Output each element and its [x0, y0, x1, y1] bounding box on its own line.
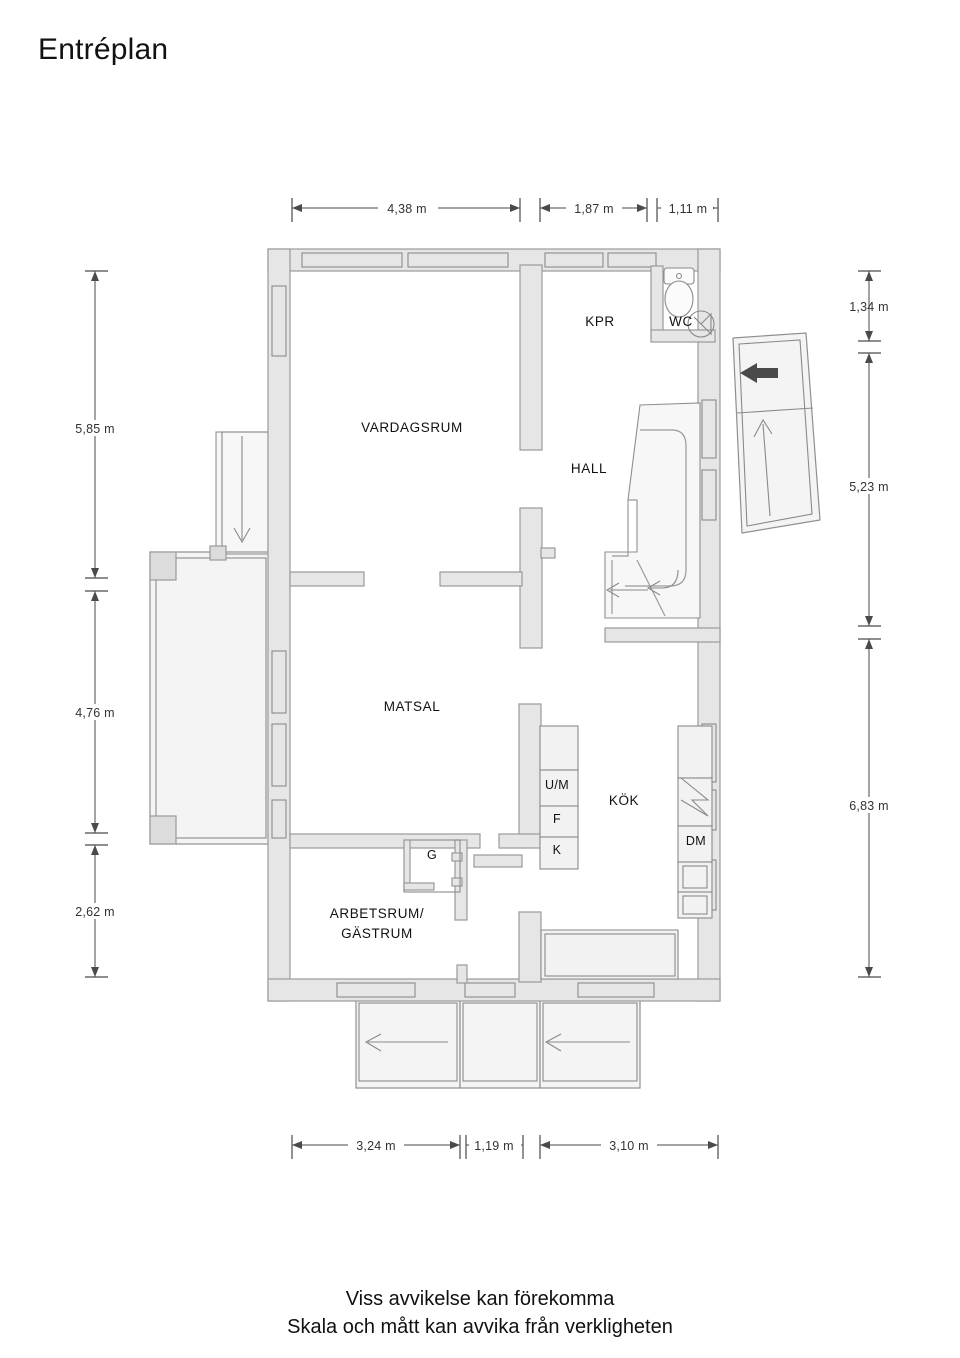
dimension-label-top-3: 1,11 m	[669, 202, 708, 216]
room-label-hall: HALL	[571, 461, 607, 476]
dimension-bottom-2	[465, 1135, 524, 1159]
dimension-top-1	[291, 198, 521, 222]
dimension-right-3	[843, 638, 899, 978]
west-deck	[149, 431, 275, 845]
dimension-label-top-1: 4,38 m	[387, 202, 426, 216]
room-label-vardagsrum: VARDAGSRUM	[361, 420, 463, 435]
dimension-label-bottom-3: 3,10 m	[609, 1139, 648, 1153]
dimension-labels: 4,38 m 1,87 m 1,11 m 5,85 m 4,76 m 2,62 …	[75, 202, 888, 1153]
dimension-label-left-1: 5,85 m	[75, 422, 114, 436]
footer-disclaimer: Viss avvikelse kan förekomma Skala och m…	[0, 1285, 960, 1341]
dimension-label-right-2: 5,23 m	[849, 480, 888, 494]
dimension-bottom-1	[291, 1135, 461, 1159]
west-deck-down-arrow	[233, 436, 251, 544]
dimension-top-2	[539, 198, 648, 222]
dimension-bottom-3	[539, 1135, 719, 1159]
staircase	[604, 402, 701, 619]
dimension-label-right-1: 1,34 m	[849, 300, 888, 314]
dimension-label-left-2: 4,76 m	[75, 706, 114, 720]
terrace-arrow-1	[364, 1033, 448, 1052]
appliance-label-k: K	[553, 843, 562, 857]
dimension-left-2	[68, 590, 124, 834]
porch-up-arrow	[753, 418, 773, 517]
dimension-lines-left	[68, 270, 124, 978]
room-label-kpr: KPR	[585, 314, 615, 329]
appliance-label-dm: DM	[686, 834, 706, 848]
dimension-label-top-2: 1,87 m	[574, 202, 613, 216]
terrace-arrow-2	[544, 1033, 630, 1052]
appliance-label-um: U/M	[545, 778, 569, 792]
room-label-kok: KÖK	[609, 793, 639, 808]
wc-fixtures	[663, 267, 715, 338]
room-labels: VARDAGSRUM KPR WC HALL MATSAL KÖK ARBETS…	[330, 314, 693, 941]
toilet-fixture	[663, 267, 695, 318]
south-terrace	[355, 999, 641, 1089]
dimension-left-3	[68, 844, 124, 978]
room-label-matsal: MATSAL	[384, 699, 441, 714]
stair-arrow-1	[605, 582, 648, 598]
dimension-left-1	[68, 270, 124, 579]
dimension-top-3	[656, 198, 719, 222]
dimension-label-bottom-1: 3,24 m	[356, 1139, 395, 1153]
room-label-gastrum: GÄSTRUM	[341, 926, 413, 941]
appliance-label-g: G	[427, 848, 437, 862]
dimension-lines-bottom	[291, 1135, 719, 1159]
appliance-label-f: F	[553, 812, 561, 826]
entrance-porch	[732, 332, 821, 534]
appliance-labels: U/M F K DM G	[427, 778, 706, 862]
dimension-lines-right	[843, 270, 899, 978]
footer-line-2: Skala och mått kan avvika från verklighe…	[287, 1316, 673, 1338]
dimension-lines-top	[291, 198, 719, 222]
sink-fixture	[687, 310, 715, 338]
exterior-walls	[267, 248, 721, 1002]
dimension-label-right-3: 6,83 m	[849, 799, 888, 813]
interior-walls	[289, 264, 721, 984]
dimension-label-left-3: 2,62 m	[75, 905, 114, 919]
entrance-arrow	[740, 363, 778, 383]
kitchen-cabinets	[539, 725, 713, 980]
stair-arrow-2	[646, 569, 679, 596]
dimension-right-2	[843, 352, 899, 627]
dimension-right-1	[858, 270, 881, 342]
footer-line-1: Viss avvikelse kan förekomma	[345, 1288, 615, 1310]
floorplan-drawing: VARDAGSRUM KPR WC HALL MATSAL KÖK ARBETS…	[68, 198, 899, 1159]
dimension-label-bottom-2: 1,19 m	[474, 1139, 513, 1153]
room-label-wc: WC	[669, 314, 693, 329]
room-label-arbetsrum: ARBETSRUM/	[330, 906, 425, 921]
page-title: Entréplan	[38, 33, 169, 66]
